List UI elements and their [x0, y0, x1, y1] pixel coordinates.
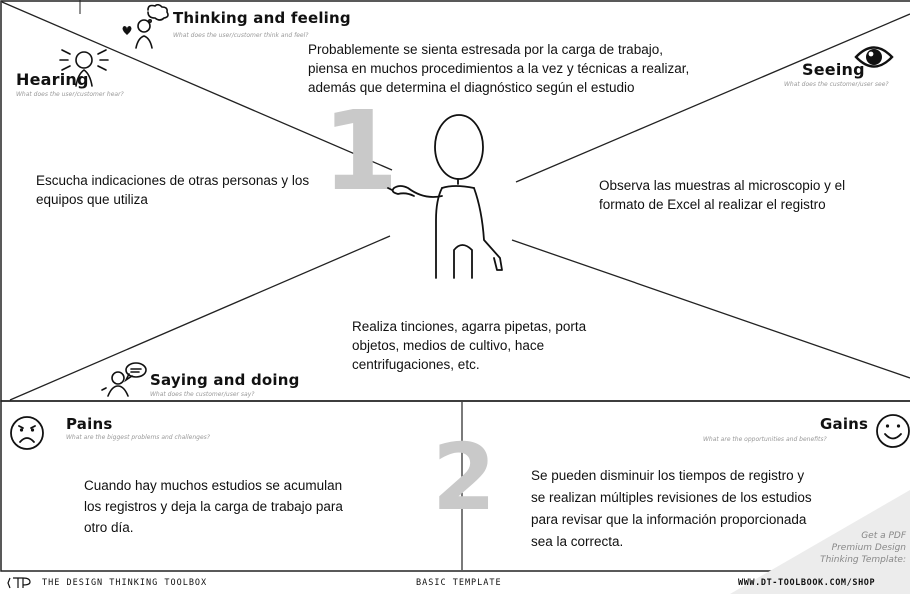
dt-logo-icon	[7, 577, 31, 589]
hearing-person-icon	[59, 49, 109, 87]
seeing-title: Seeing	[802, 60, 865, 79]
saying-title: Saying and doing	[150, 371, 300, 389]
promo-text: Get a PDF Premium Design Thinking Templa…	[790, 530, 906, 566]
promo-line-2: Premium Design	[831, 543, 906, 553]
section-number-two: 2	[432, 424, 497, 531]
thinking-person-icon	[122, 4, 169, 49]
stick-figure-icon	[387, 114, 503, 279]
seeing-text: Observa las muestras al microscopio y el…	[599, 178, 846, 212]
footer-template: BASIC TEMPLATE	[416, 578, 502, 588]
thinking-text: Probablemente se sienta estresada por la…	[308, 42, 690, 95]
thinking-subtitle: What does the user/customer think and fe…	[173, 32, 309, 39]
section-number-one: 1	[322, 87, 399, 215]
promo-corner	[730, 490, 910, 594]
saying-subtitle: What does the customer/user say?	[150, 391, 255, 398]
gains-title: Gains	[820, 415, 869, 433]
hearing-subtitle: What does the user/customer hear?	[16, 91, 124, 98]
sad-face-icon	[10, 416, 44, 450]
seeing-subtitle: What does the customer/user see?	[784, 81, 889, 88]
happy-face-icon	[876, 414, 910, 448]
hearing-text: Escucha indicaciones de otras personas y…	[36, 173, 310, 207]
pains-text: Cuando hay muchos estudios se acumulan l…	[84, 478, 343, 535]
thinking-title: Thinking and feeling	[173, 9, 351, 27]
gains-text: Se pueden disminuir los tiempos de regis…	[531, 468, 812, 549]
saying-text: Realiza tinciones, agarra pipetas, porta…	[352, 319, 587, 372]
footer-brand: THE DESIGN THINKING TOOLBOX	[42, 578, 208, 588]
footer-url[interactable]: WWW.DT-TOOLBOOK.COM/SHOP	[738, 578, 876, 588]
promo-line-3: Thinking Template:	[820, 555, 906, 565]
pains-title: Pains	[66, 415, 113, 433]
gains-subtitle: What are the opportunities and benefits?	[703, 436, 827, 443]
eye-icon	[854, 46, 894, 68]
promo-line-1: Get a PDF	[861, 531, 906, 541]
speaking-person-icon	[101, 362, 147, 397]
hearing-title: Hearing	[16, 70, 89, 89]
pains-subtitle: What are the biggest problems and challe…	[66, 434, 210, 441]
